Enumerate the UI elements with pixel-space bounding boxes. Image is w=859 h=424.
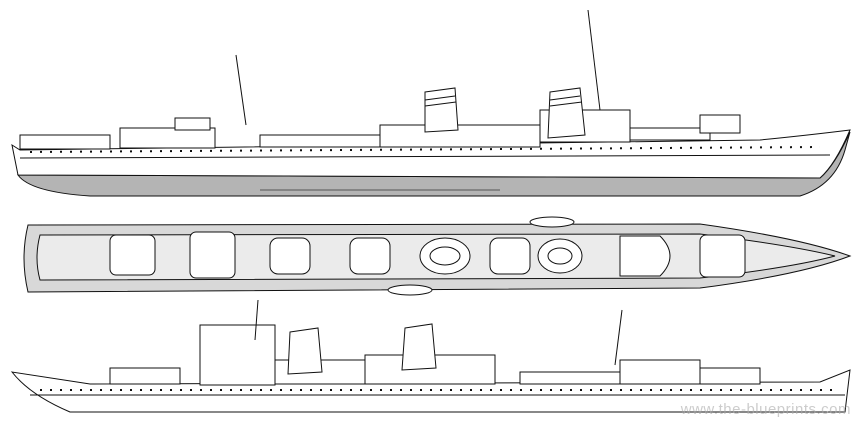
portholes xyxy=(29,146,821,153)
boat-port xyxy=(387,284,433,296)
starboard-profile-view xyxy=(11,9,851,197)
mast-aft xyxy=(614,309,623,366)
port-profile-view xyxy=(10,299,851,413)
boat-starboard xyxy=(529,216,575,228)
turrets xyxy=(109,231,746,279)
mast-aft xyxy=(235,54,247,126)
mast-fore xyxy=(254,299,259,341)
funnel-aft xyxy=(424,87,459,133)
superstructure xyxy=(19,109,741,150)
funnel-top-fore xyxy=(537,238,583,274)
funnel-aft xyxy=(401,323,437,371)
bridge xyxy=(619,235,671,277)
funnel-fore xyxy=(287,327,323,375)
plan-view xyxy=(23,216,852,296)
watermark: www.the-blueprints.com xyxy=(680,401,851,418)
funnel-top-aft xyxy=(419,237,471,275)
mast-fore xyxy=(587,9,601,111)
hull-upper xyxy=(11,129,851,179)
funnel-fore xyxy=(547,87,586,139)
